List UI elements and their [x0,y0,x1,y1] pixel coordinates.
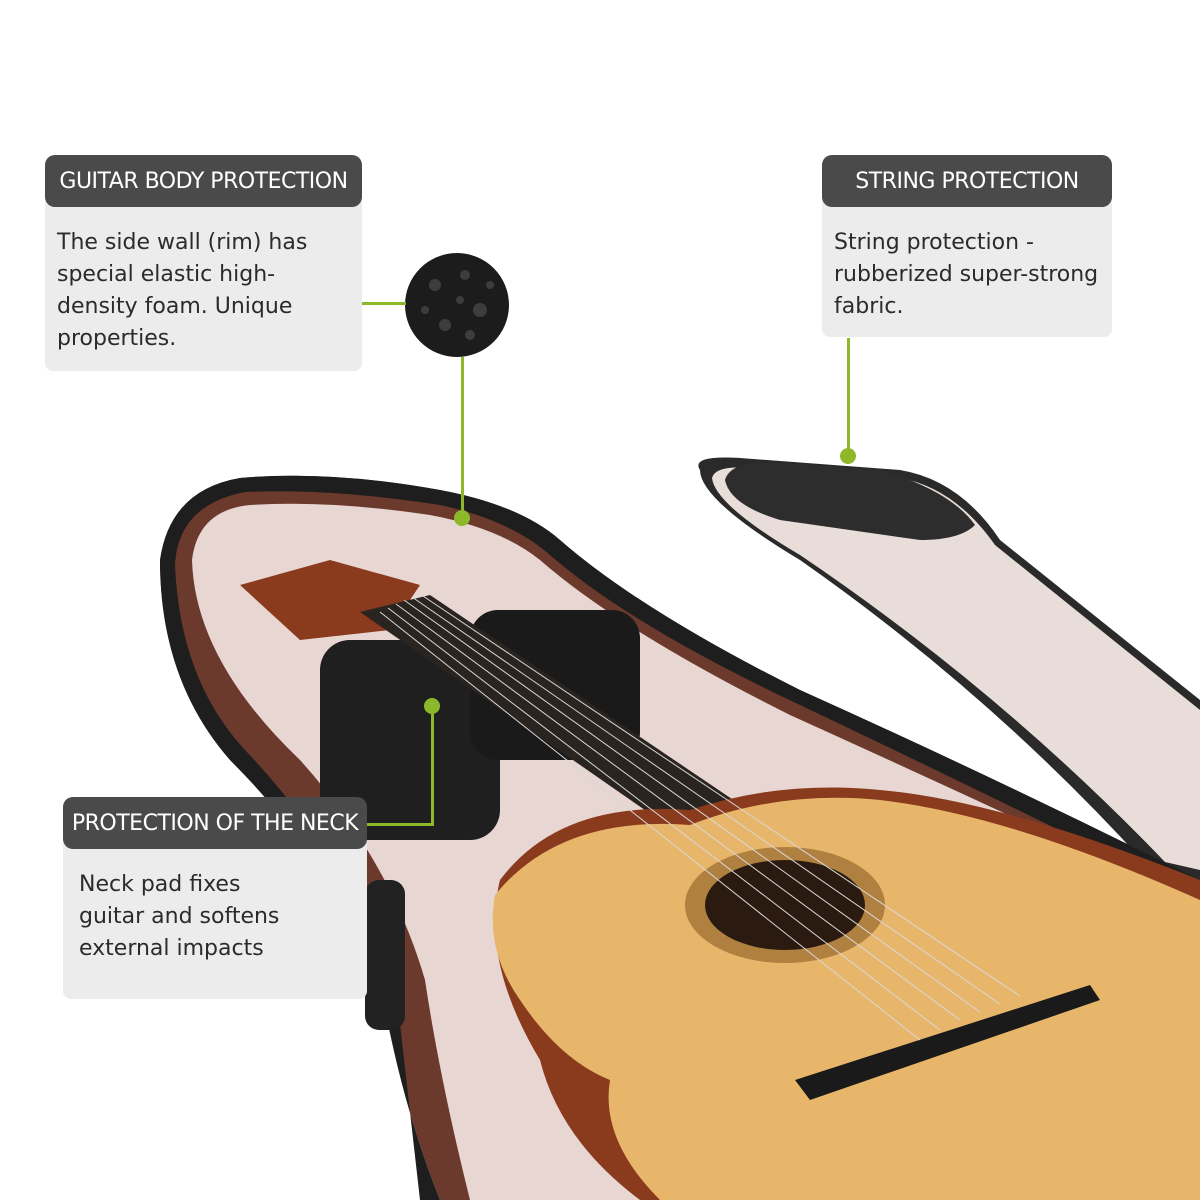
string-protection-pad [725,462,975,540]
callout-title: PROTECTION OF THE NECK [63,797,367,849]
connector-line [367,823,434,826]
foam-sample [405,253,509,357]
callout-string-protection: STRING PROTECTION String protection - ru… [822,155,1112,337]
connector-line [431,706,434,826]
connector-dot [454,510,470,526]
guitar-bridge [795,985,1100,1100]
connector-line [847,338,850,456]
callout-title: STRING PROTECTION [822,155,1112,207]
callout-neck-protection: PROTECTION OF THE NECK Neck pad fixes gu… [63,797,367,999]
connector-dot [424,698,440,714]
callout-title: GUITAR BODY PROTECTION [45,155,362,207]
callout-text: The side wall (rim) has special elastic … [45,201,362,371]
connector-line [461,357,464,517]
connector-line [362,302,406,305]
callout-text: Neck pad fixes guitar and softens extern… [63,843,367,999]
callout-text: String protection - rubberized super-str… [822,201,1112,337]
connector-dot [840,448,856,464]
callout-body-protection: GUITAR BODY PROTECTION The side wall (ri… [45,155,362,371]
neck-pad [320,640,500,840]
